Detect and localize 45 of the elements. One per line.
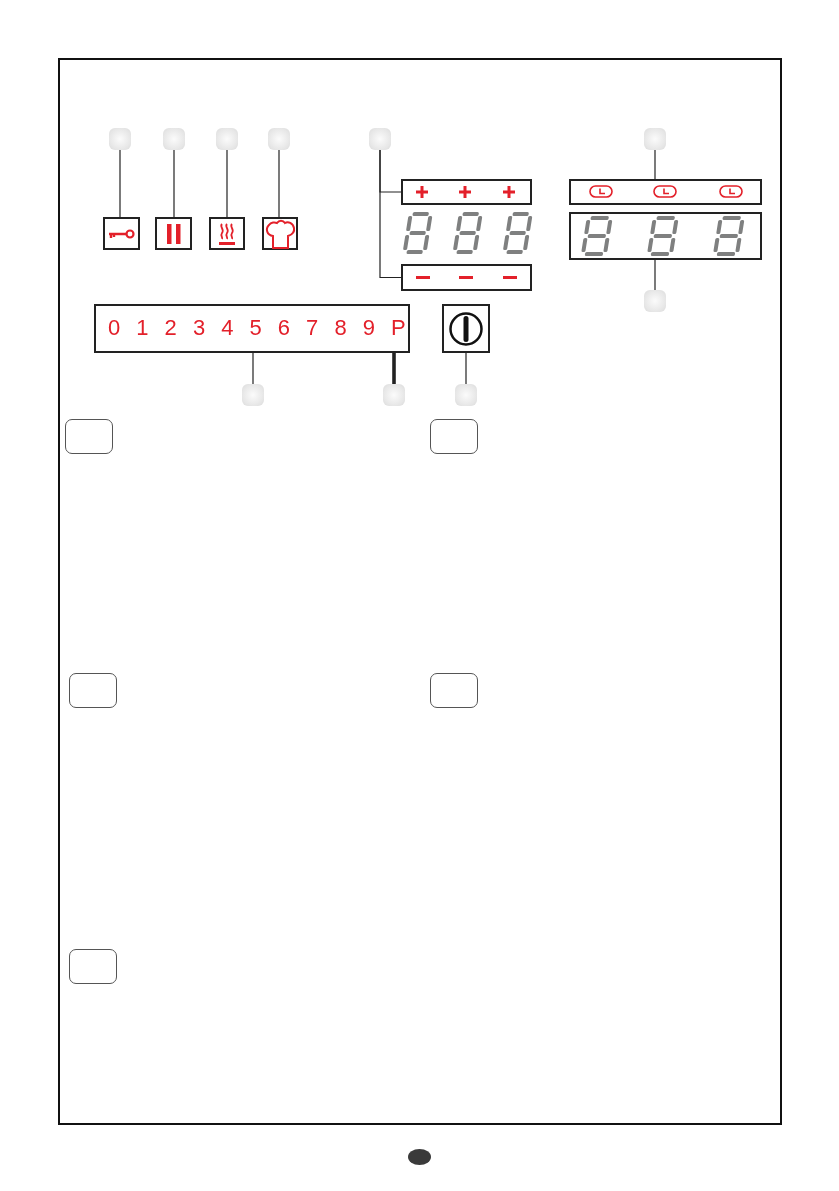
keep-warm-button xyxy=(209,217,245,250)
callout-marker xyxy=(383,384,405,406)
leader-line xyxy=(379,149,402,279)
callout-marker xyxy=(216,128,238,150)
lock-button xyxy=(103,217,140,250)
scale-label: 1 xyxy=(136,315,149,341)
plus-button-strip xyxy=(401,179,532,205)
callout-marker xyxy=(268,128,290,150)
scale-label: 5 xyxy=(249,315,262,341)
callout-marker xyxy=(163,128,185,150)
leader-line xyxy=(173,149,175,218)
label-box xyxy=(69,949,117,984)
callout-marker xyxy=(369,128,391,150)
leader-line xyxy=(654,149,656,180)
leader-line xyxy=(278,149,280,218)
callout-marker xyxy=(455,384,477,406)
minus-button-strip xyxy=(401,264,532,291)
scale-label: 6 xyxy=(277,315,291,341)
leader-line xyxy=(252,352,254,385)
label-box xyxy=(65,419,113,454)
leader-line xyxy=(392,353,396,384)
callout-marker xyxy=(644,128,666,150)
scale-label: 7 xyxy=(306,315,319,341)
power-button xyxy=(442,304,490,353)
scale-label: P xyxy=(391,315,406,341)
timer-button-strip xyxy=(569,179,762,205)
scale-label: 0 xyxy=(108,315,121,341)
timer-display xyxy=(569,212,762,260)
label-box xyxy=(430,419,478,454)
scale-label: 4 xyxy=(221,315,234,341)
leader-line xyxy=(119,149,121,218)
leader-line xyxy=(465,352,467,385)
scale-label: 8 xyxy=(334,315,347,341)
label-box xyxy=(69,673,117,708)
power-level-slider xyxy=(94,304,410,353)
callout-marker xyxy=(109,128,131,150)
callout-marker xyxy=(644,290,666,312)
leader-line xyxy=(226,149,228,218)
scale-label: 3 xyxy=(192,315,206,341)
leader-line xyxy=(654,259,656,291)
label-box xyxy=(430,673,478,708)
scale-label: 9 xyxy=(362,315,375,341)
pause-button xyxy=(155,217,192,250)
callout-marker xyxy=(242,384,264,406)
scale-label: 2 xyxy=(164,315,177,341)
